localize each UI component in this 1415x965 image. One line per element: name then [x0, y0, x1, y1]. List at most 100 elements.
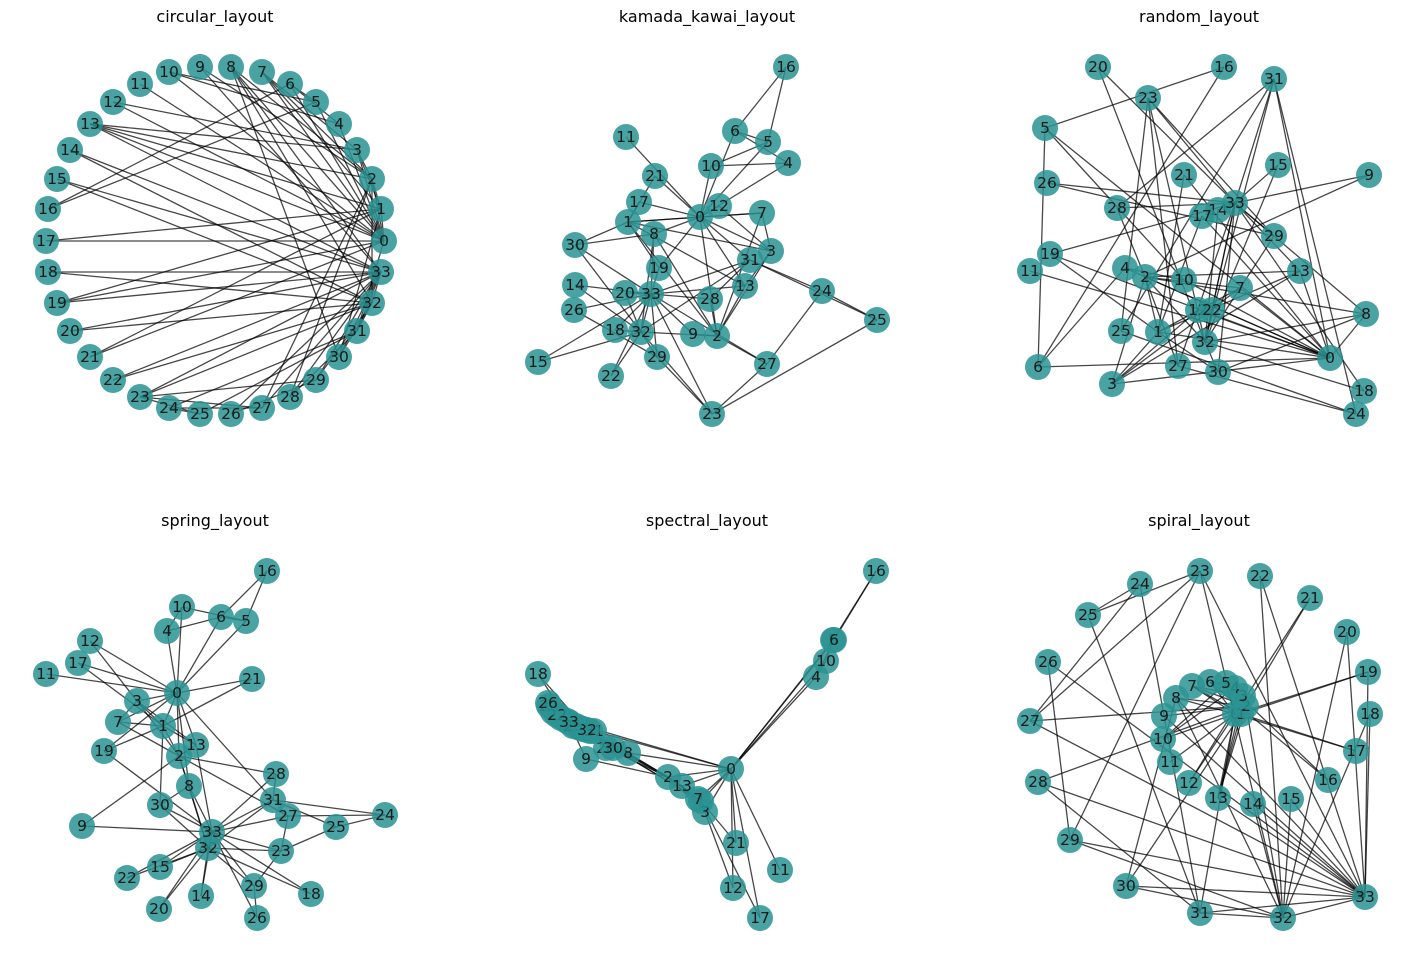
graph-node: 8: [218, 54, 244, 80]
node-label: 6: [829, 631, 839, 649]
node-label: 26: [221, 405, 241, 423]
graph-node: 26: [1035, 649, 1061, 675]
graph-node: 7: [749, 200, 775, 226]
graph-node: 0: [164, 680, 190, 706]
node-marker: [156, 395, 182, 421]
node-marker: [1034, 170, 1060, 196]
graph-edge: [1245, 705, 1284, 919]
graph-node: 5: [233, 608, 259, 634]
graph-edge: [338, 271, 382, 358]
node-marker: [1334, 619, 1360, 645]
node-label: 4: [811, 668, 821, 686]
node-label: 15: [47, 170, 67, 188]
node-marker: [758, 238, 784, 264]
node-label: 1: [623, 213, 633, 231]
node-label: 24: [1130, 575, 1150, 593]
node-marker: [1222, 190, 1248, 216]
node-marker: [775, 150, 801, 176]
graph-edge: [77, 662, 178, 694]
graph-edge: [89, 640, 178, 694]
node-label: 3: [352, 141, 362, 159]
graph-node: 4: [154, 618, 180, 644]
node-marker: [199, 819, 225, 845]
node-marker: [646, 255, 672, 281]
node-marker: [150, 713, 176, 739]
graph-node: 23: [699, 401, 725, 427]
node-marker: [1211, 54, 1237, 80]
graph-node: 28: [263, 761, 289, 787]
node-label: 11: [616, 128, 636, 146]
node-marker: [813, 648, 839, 674]
graph-edge: [89, 123, 382, 210]
graph-edge: [199, 330, 358, 415]
node-label: 15: [528, 353, 548, 371]
graph-node: 11: [1157, 749, 1183, 775]
node-marker: [697, 286, 723, 312]
graph-edge: [45, 673, 178, 694]
node-marker: [1199, 297, 1225, 323]
node-label: 4: [783, 154, 793, 172]
graph-node: 22: [1247, 563, 1273, 589]
graph-node: 23: [268, 838, 294, 864]
graph-edge: [627, 221, 718, 337]
graph-node: 33: [368, 259, 394, 285]
node-marker: [164, 680, 190, 706]
node-label: 6: [1033, 358, 1043, 376]
graph-edge: [139, 83, 385, 242]
panel-circular: circular_layout 012345678910111213141516…: [33, 7, 397, 427]
node-label: 7: [757, 204, 767, 222]
graph-node: 18: [525, 661, 551, 687]
node-label: 25: [190, 405, 210, 423]
graph-edge: [574, 233, 655, 246]
graph-edge: [1120, 97, 1149, 332]
node-marker: [573, 746, 599, 772]
node-marker: [323, 814, 349, 840]
nodes-kamada-kawai: 0123456789101112131415161718192021222324…: [525, 54, 890, 427]
graph-edge: [89, 123, 385, 242]
node-label: 32: [362, 294, 382, 312]
graph-node: 13: [669, 773, 695, 799]
node-marker: [147, 792, 173, 818]
node-label: 6: [216, 608, 226, 626]
graph-node: 29: [241, 873, 267, 899]
graph-edge: [81, 825, 213, 833]
node-marker: [263, 761, 289, 787]
node-marker: [254, 558, 280, 584]
graph-node: 11: [33, 661, 59, 687]
graph-node: 10: [156, 59, 182, 85]
node-label: 21: [645, 167, 665, 185]
node-label: 24: [375, 806, 395, 824]
graph-edge: [1204, 341, 1365, 392]
graph-node: 19: [44, 290, 70, 316]
graph-edge: [199, 66, 373, 180]
graph-edge: [45, 208, 382, 242]
graph-node: 32: [1192, 329, 1218, 355]
graph-node: 26: [1034, 170, 1060, 196]
graph-node: 31: [737, 247, 763, 273]
graph-node: 21: [1297, 585, 1323, 611]
node-label: 15: [1281, 790, 1301, 808]
node-label: 1: [158, 717, 168, 735]
graph-node: 30: [600, 735, 626, 761]
node-marker: [1315, 767, 1341, 793]
node-marker: [57, 318, 83, 344]
node-label: 10: [816, 652, 836, 670]
graph-node: 5: [1032, 115, 1058, 141]
node-marker: [44, 290, 70, 316]
node-label: 33: [1355, 888, 1375, 906]
graph-node: 32: [1270, 905, 1296, 931]
panel-title-circular: circular_layout: [156, 7, 273, 27]
node-marker: [249, 395, 275, 421]
node-marker: [105, 709, 131, 735]
node-marker: [699, 401, 725, 427]
node-label: 13: [672, 777, 692, 795]
node-marker: [1355, 659, 1381, 685]
graph-node: 12: [100, 89, 126, 115]
graph-node: 14: [1240, 791, 1266, 817]
node-label: 5: [763, 133, 773, 151]
graph-edge: [1069, 570, 1201, 841]
node-label: 4: [1120, 259, 1130, 277]
node-marker: [1025, 354, 1051, 380]
graph-node: 10: [169, 594, 195, 620]
graph-node: 11: [613, 124, 639, 150]
